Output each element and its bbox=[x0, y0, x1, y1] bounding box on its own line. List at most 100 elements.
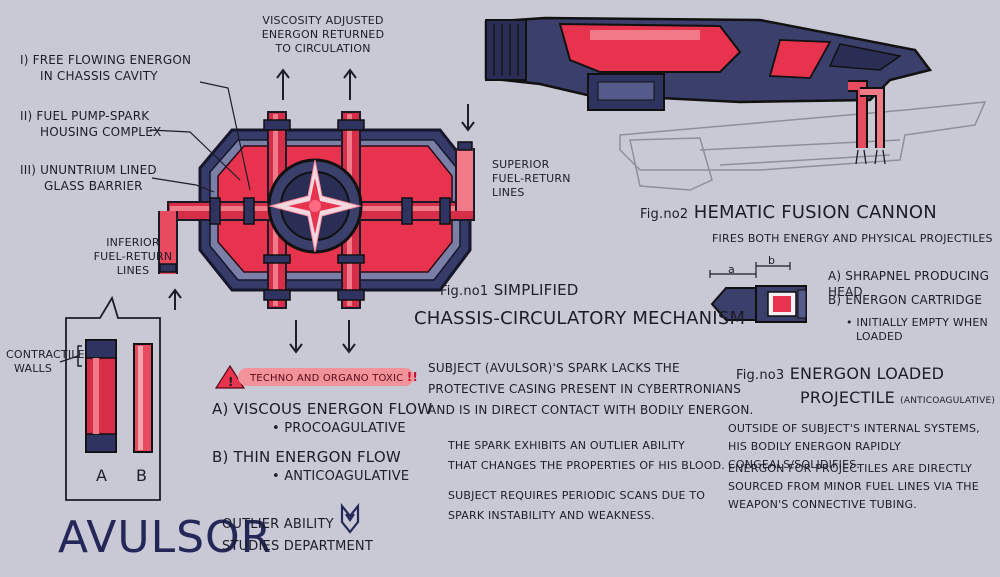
warning-triangle-icon: ! bbox=[214, 364, 246, 389]
muzzle-vents bbox=[493, 24, 519, 76]
fig3-number: Fig.no3 bbox=[736, 368, 785, 383]
label-inferior: INFERIOR FUEL-RETURN LINES bbox=[88, 236, 178, 278]
fig3-note-line1: INITIALLY EMPTY WHEN bbox=[856, 316, 988, 329]
cannon-chamber-highlight bbox=[590, 30, 700, 40]
weapon-notes-p2-line1: ENERGON FOR PROJECTILES ARE DIRECTLY bbox=[728, 462, 973, 475]
fig1-heading: Fig.no1 SIMPLIFIED bbox=[440, 280, 579, 300]
weapon-notes-p1: OUTSIDE OF SUBJECT'S INTERNAL SYSTEMS, H… bbox=[728, 420, 1000, 474]
subject-notes-p1-line2: PROTECTIVE CASING PRESENT IN CYBERTRONIA… bbox=[428, 382, 742, 396]
tube-b-highlight bbox=[138, 346, 143, 450]
chassis-mechanism bbox=[149, 68, 475, 354]
fig3-title-2: PROJECTILE (ANTICOAGULATIVE) bbox=[800, 388, 995, 408]
cannon-connective-tube-1 bbox=[848, 82, 866, 148]
flow-arrows bbox=[168, 68, 475, 354]
svg-text:!: ! bbox=[228, 375, 233, 389]
fig2-number: Fig.no2 bbox=[640, 207, 689, 222]
label-ununtrium-line1: III) UNUNTRIUM LINED bbox=[20, 163, 157, 177]
subject-notes-p1-line3: AND IS IN DIRECT CONTACT WITH BODILY ENE… bbox=[428, 403, 754, 417]
fig2-heading: Fig.no2 HEMATIC FUSION CANNON bbox=[640, 202, 937, 224]
label-inferior-line3: LINES bbox=[116, 264, 150, 277]
fig3-note: • INITIALLY EMPTY WHEN LOADED bbox=[846, 316, 988, 343]
department-line2: STUDIES DEPARTMENT bbox=[222, 539, 373, 554]
callout-bubble bbox=[65, 295, 161, 501]
tube-label-a: A bbox=[96, 466, 108, 485]
cartridge-cap bbox=[797, 289, 807, 319]
fig3-item-b: b) ENERGON CARTRIDGE bbox=[828, 293, 983, 307]
label-inferior-line1: INFERIOR bbox=[106, 236, 160, 249]
fig1-number: Fig.no1 bbox=[440, 284, 489, 299]
flow-b-title: B) THIN ENERGON FLOW bbox=[212, 448, 401, 466]
toxic-warning-marks: !! bbox=[406, 370, 419, 384]
tube-a-cap-bottom bbox=[85, 433, 117, 453]
cannon-housing-panel bbox=[597, 81, 655, 101]
label-free-flowing-line1: I) FREE FLOWING ENERGON bbox=[20, 53, 192, 67]
department-line1: OUTLIER ABILITY bbox=[222, 517, 334, 532]
weapon-notes-p2: ENERGON FOR PROJECTILES ARE DIRECTLY SOU… bbox=[728, 460, 979, 514]
toxic-warning-text: TECHNO and ORGANO TOXIC !! bbox=[250, 368, 418, 388]
tube-a-cap-top bbox=[85, 339, 117, 359]
cannon-connective-tube-2 bbox=[860, 89, 883, 148]
cartridge-energon bbox=[773, 296, 791, 312]
weapon-notes-p2-line3: WEAPON'S CONNECTIVE TUBING. bbox=[728, 498, 917, 511]
tube-a-highlight bbox=[93, 358, 99, 434]
fig3-title-line2: PROJECTILE bbox=[800, 388, 895, 407]
label-superior: SUPERIOR FUEL-RETURN LINES bbox=[492, 158, 571, 200]
subject-notes-p1: SUBJECT (AVULSOR)'S SPARK LACKS THE PROT… bbox=[428, 358, 754, 421]
projectile-dimension-lines bbox=[709, 262, 791, 278]
label-fuel-pump: II) FUEL PUMP-SPARK HOUSING COMPLEX bbox=[20, 108, 161, 140]
label-superior-line2: FUEL-RETURN bbox=[492, 172, 571, 185]
label-viscosity-line1: VISCOSITY ADJUSTED bbox=[262, 14, 384, 27]
weapon-notes-p2-line2: SOURCED FROM MINOR FUEL LINES VIA THE bbox=[728, 480, 979, 493]
tube-label-b: B bbox=[136, 466, 148, 485]
subject-notes-p1-line1: SUBJECT (AVULSOR)'S SPARK LACKS THE bbox=[428, 361, 680, 375]
label-superior-line1: SUPERIOR bbox=[492, 158, 550, 171]
fig3-note-line2: LOADED bbox=[856, 330, 903, 343]
weapon-notes-p1-line2: HIS BODILY ENERGON RAPIDLY CONGEALS/SOLI… bbox=[728, 440, 901, 471]
fig1-title-line2: CHASSIS-CIRCULATORY MECHANISM bbox=[414, 308, 746, 329]
label-fuel-pump-line2: HOUSING COMPLEX bbox=[40, 125, 162, 139]
hematic-fusion-cannon bbox=[484, 16, 987, 191]
label-free-flowing: I) FREE FLOWING ENERGON IN CHASSIS CAVIT… bbox=[20, 52, 191, 84]
fig3-heading: Fig.no3 ENERGON LOADED bbox=[736, 364, 944, 384]
flow-b-sub: • ANTICOAGULATIVE bbox=[272, 469, 410, 484]
fig3-item-a: a) SHRAPNEL PRODUCING HEAD bbox=[828, 269, 990, 299]
cannon-rear-chamber bbox=[768, 39, 832, 79]
department-label: OUTLIER ABILITY STUDIES DEPARTMENT bbox=[222, 514, 373, 558]
fig1-title-line1: SIMPLIFIED bbox=[493, 281, 579, 299]
cannon-muzzle bbox=[485, 19, 527, 81]
fig2-subtitle: FIRES BOTH ENERGY AND PHYSICAL PROJECTIL… bbox=[712, 232, 993, 245]
flow-a-sub: • PROCOAGULATIVE bbox=[272, 421, 406, 436]
cannon-sketch bbox=[619, 101, 987, 191]
label-viscosity: VISCOSITY ADJUSTED ENERGON RETURNED TO C… bbox=[258, 14, 388, 56]
cannon-rear-panel bbox=[828, 43, 902, 71]
energon-projectile bbox=[709, 262, 807, 323]
fig3-title-note: (ANTICOAGULATIVE) bbox=[900, 396, 996, 406]
label-ununtrium-line2: GLASS BARRIER bbox=[44, 179, 143, 193]
label-free-flowing-line2: IN CHASSIS CAVITY bbox=[40, 69, 158, 83]
fig3-title-line1: ENERGON LOADED bbox=[789, 364, 945, 383]
subject-name: AVULSOR bbox=[58, 512, 273, 563]
weapon-notes-p1-line1: OUTSIDE OF SUBJECT'S INTERNAL SYSTEMS, bbox=[728, 422, 980, 435]
subject-notes-p3-line1: SUBJECT REQUIRES PERIODIC SCANS DUE TO bbox=[448, 489, 706, 502]
flow-a-title: A) VISCOUS ENERGON FLOW bbox=[212, 400, 433, 418]
label-viscosity-line2: ENERGON RETURNED bbox=[261, 28, 385, 41]
fig2-title: HEMATIC FUSION CANNON bbox=[693, 202, 937, 223]
leader-lines bbox=[149, 81, 251, 193]
toxic-warning-pill bbox=[238, 368, 414, 386]
pipe-couplings bbox=[159, 119, 473, 301]
subject-notes-p2-line2: THAT CHANGES THE PROPERTIES OF HIS BLOOD… bbox=[448, 459, 725, 472]
label-contractile-line2: WALLS bbox=[14, 362, 53, 375]
tube-wires bbox=[855, 149, 886, 165]
label-superior-line3: LINES bbox=[492, 186, 525, 199]
label-contractile: CONTRACTILE WALLS bbox=[6, 348, 85, 376]
subject-notes-p2: THE SPARK EXHIBITS AN OUTLIER ABILITY TH… bbox=[448, 436, 725, 476]
label-viscosity-line3: TO CIRCULATION bbox=[275, 42, 371, 55]
subject-notes-p2-line1: THE SPARK EXHIBITS AN OUTLIER ABILITY bbox=[448, 439, 685, 452]
contractile-leader bbox=[59, 355, 79, 363]
toxic-warning-label: TECHNO and ORGANO TOXIC bbox=[250, 373, 404, 384]
subject-notes-p3-line2: SPARK INSTABILITY AND WEAKNESS. bbox=[448, 509, 655, 522]
flow-a-sub-text: PROCOAGULATIVE bbox=[284, 421, 406, 436]
subject-notes-p3: SUBJECT REQUIRES PERIODIC SCANS DUE TO S… bbox=[448, 486, 705, 526]
